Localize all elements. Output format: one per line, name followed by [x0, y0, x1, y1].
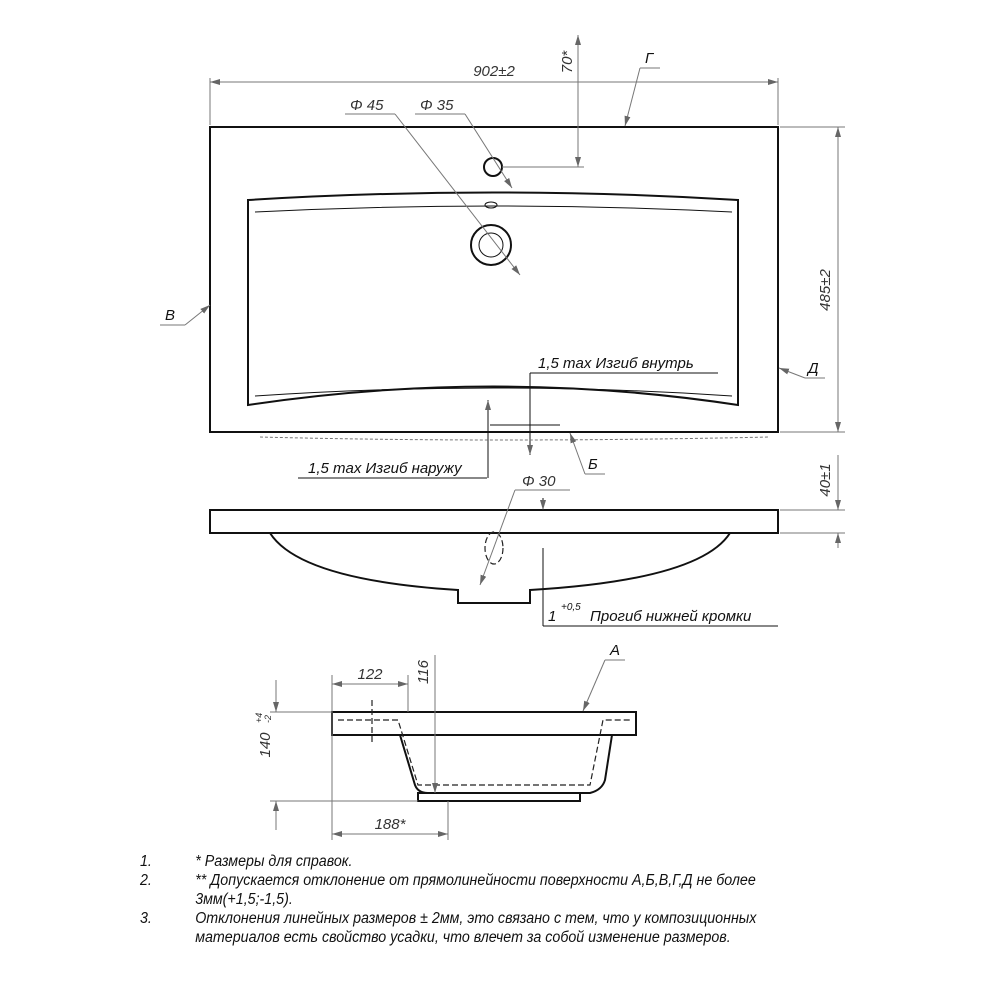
section-view: 140 +4 -2 122 116 188* А — [254, 642, 637, 840]
hole-30-label: Φ 30 — [522, 473, 556, 490]
faucet-hole — [483, 157, 503, 177]
dim-116-label: 116 — [415, 659, 432, 684]
note-text: Отклонения линейных размеров ± 2мм, это … — [195, 910, 757, 946]
thickness-dimension-label: 40±1 — [817, 463, 834, 496]
note-number: 1. — [140, 853, 152, 870]
bowl-section — [399, 734, 613, 794]
sink-slab-section — [331, 711, 637, 736]
bend-inward-label: 1,5 max Изгиб внутрь — [538, 355, 694, 372]
side-view: 40±1 Φ 30 1 +0,5 Прогиб нижней кромки — [209, 455, 845, 627]
bend-outward-label: 1,5 max Изгиб наружу — [308, 460, 463, 477]
sink-outline-top — [209, 126, 779, 433]
height-dimension-label: 140 — [257, 732, 274, 758]
dim-188-label: 188* — [375, 816, 407, 833]
note-number: 2. — [140, 872, 152, 889]
surface-label-d: Д — [806, 360, 819, 377]
sag-tolerance: +0,5 — [561, 602, 581, 613]
note-item: 1. * Размеры для справок. — [140, 852, 821, 871]
width-dimension-label: 902±2 — [473, 63, 515, 80]
surface-label-g: Г — [645, 50, 655, 67]
depth-dimension-label: 485±2 — [817, 269, 834, 311]
overflow-hole — [484, 201, 498, 209]
note-number: 3. — [140, 910, 152, 927]
hole-45-label: Φ 45 — [350, 97, 384, 114]
bowl-profile — [269, 532, 731, 604]
top-view: 902±2 70* Г Φ 45 Φ 35 В 485±2 Д 1,5 max … — [160, 35, 845, 479]
sag-value: 1 — [548, 608, 556, 625]
surface-label-a: А — [609, 642, 620, 659]
note-text: ** Допускается отклонение от прямолинейн… — [195, 872, 756, 908]
note-item: 3. Отклонения линейных размеров ± 2мм, эт… — [140, 909, 821, 947]
surface-label-v: В — [165, 307, 175, 324]
sink-slab-side — [209, 509, 779, 534]
note-text: * Размеры для справок. — [195, 853, 353, 870]
drain-hole — [470, 224, 512, 266]
height-tol-upper: +4 — [254, 713, 264, 723]
note-item: 2. ** Допускается отклонение от прямолине… — [140, 871, 821, 909]
dim-122-label: 122 — [357, 666, 383, 683]
hole-35-label: Φ 35 — [420, 97, 454, 114]
height-tol-lower: -2 — [263, 715, 273, 723]
notes: 1. * Размеры для справок. 2. ** Допускаетс… — [140, 852, 821, 947]
surface-label-b: Б — [588, 456, 598, 473]
offset-dimension-label: 70* — [559, 50, 576, 74]
sag-label: Прогиб нижней кромки — [590, 608, 752, 625]
